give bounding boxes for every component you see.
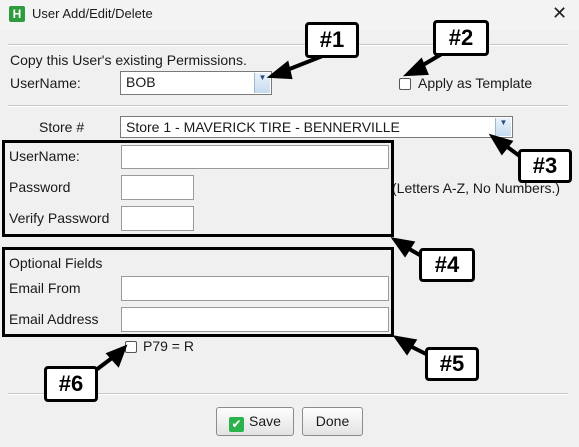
- password-input[interactable]: [121, 175, 194, 200]
- chevron-down-icon[interactable]: ▼: [254, 73, 270, 93]
- mid-separator: [8, 105, 568, 107]
- annotation-box-optional: [2, 247, 394, 337]
- store-value: Store 1 - MAVERICK TIRE - BENNERVILLE: [126, 119, 400, 135]
- p79-label: P79 = R: [143, 338, 194, 354]
- username-label: UserName:: [9, 148, 80, 164]
- verify-password-input[interactable]: [121, 206, 194, 231]
- apply-template-label: Apply as Template: [418, 75, 533, 91]
- arrowhead-4: [390, 237, 416, 258]
- email-address-input[interactable]: [121, 307, 389, 332]
- close-icon[interactable]: ✕: [552, 3, 568, 23]
- top-separator: [8, 44, 568, 46]
- annotation-box-credentials: [2, 140, 394, 237]
- arrowhead-3: [488, 133, 514, 156]
- password-label: Password: [9, 179, 71, 195]
- copy-username-label: UserName:: [10, 75, 81, 91]
- done-button-label: Done: [315, 413, 350, 429]
- copy-permissions-heading: Copy this User's existing Permissions.: [10, 52, 247, 68]
- annotation-tag-6: #6: [44, 366, 98, 402]
- annotation-tag-3: #3: [518, 149, 572, 183]
- annotation-tag-4: #4: [419, 248, 475, 282]
- email-from-input[interactable]: [121, 276, 389, 301]
- check-icon: ✔: [229, 417, 245, 432]
- verify-password-label: Verify Password: [9, 210, 110, 226]
- apply-template-checkbox[interactable]: [399, 78, 411, 90]
- bottom-separator: [8, 393, 568, 395]
- store-label: Store #: [39, 119, 85, 135]
- arrowhead-1: [266, 60, 293, 80]
- email-from-label: Email From: [9, 280, 81, 296]
- copy-username-select[interactable]: BOB ▼: [120, 71, 272, 95]
- annotation-tag-1: #1: [305, 22, 359, 58]
- username-input[interactable]: [121, 145, 389, 169]
- arrowhead-6: [105, 344, 128, 368]
- email-address-label: Email Address: [9, 311, 99, 327]
- store-select[interactable]: Store 1 - MAVERICK TIRE - BENNERVILLE ▼: [120, 116, 513, 138]
- save-button[interactable]: ✔ Save: [216, 407, 294, 436]
- arrowhead-5: [392, 335, 418, 356]
- arrowhead-2: [402, 57, 429, 77]
- annotation-tag-5: #5: [425, 347, 479, 381]
- copy-username-value: BOB: [126, 74, 156, 90]
- done-button[interactable]: Done: [302, 407, 363, 436]
- chevron-down-icon[interactable]: ▼: [495, 118, 511, 136]
- password-hint: (Letters A-Z, No Numbers.): [392, 180, 561, 196]
- optional-fields-heading: Optional Fields: [9, 255, 103, 271]
- save-button-label: Save: [249, 413, 281, 429]
- annotation-tag-2: #2: [433, 20, 489, 56]
- app-icon: H: [9, 6, 25, 22]
- window-title: User Add/Edit/Delete: [32, 6, 153, 21]
